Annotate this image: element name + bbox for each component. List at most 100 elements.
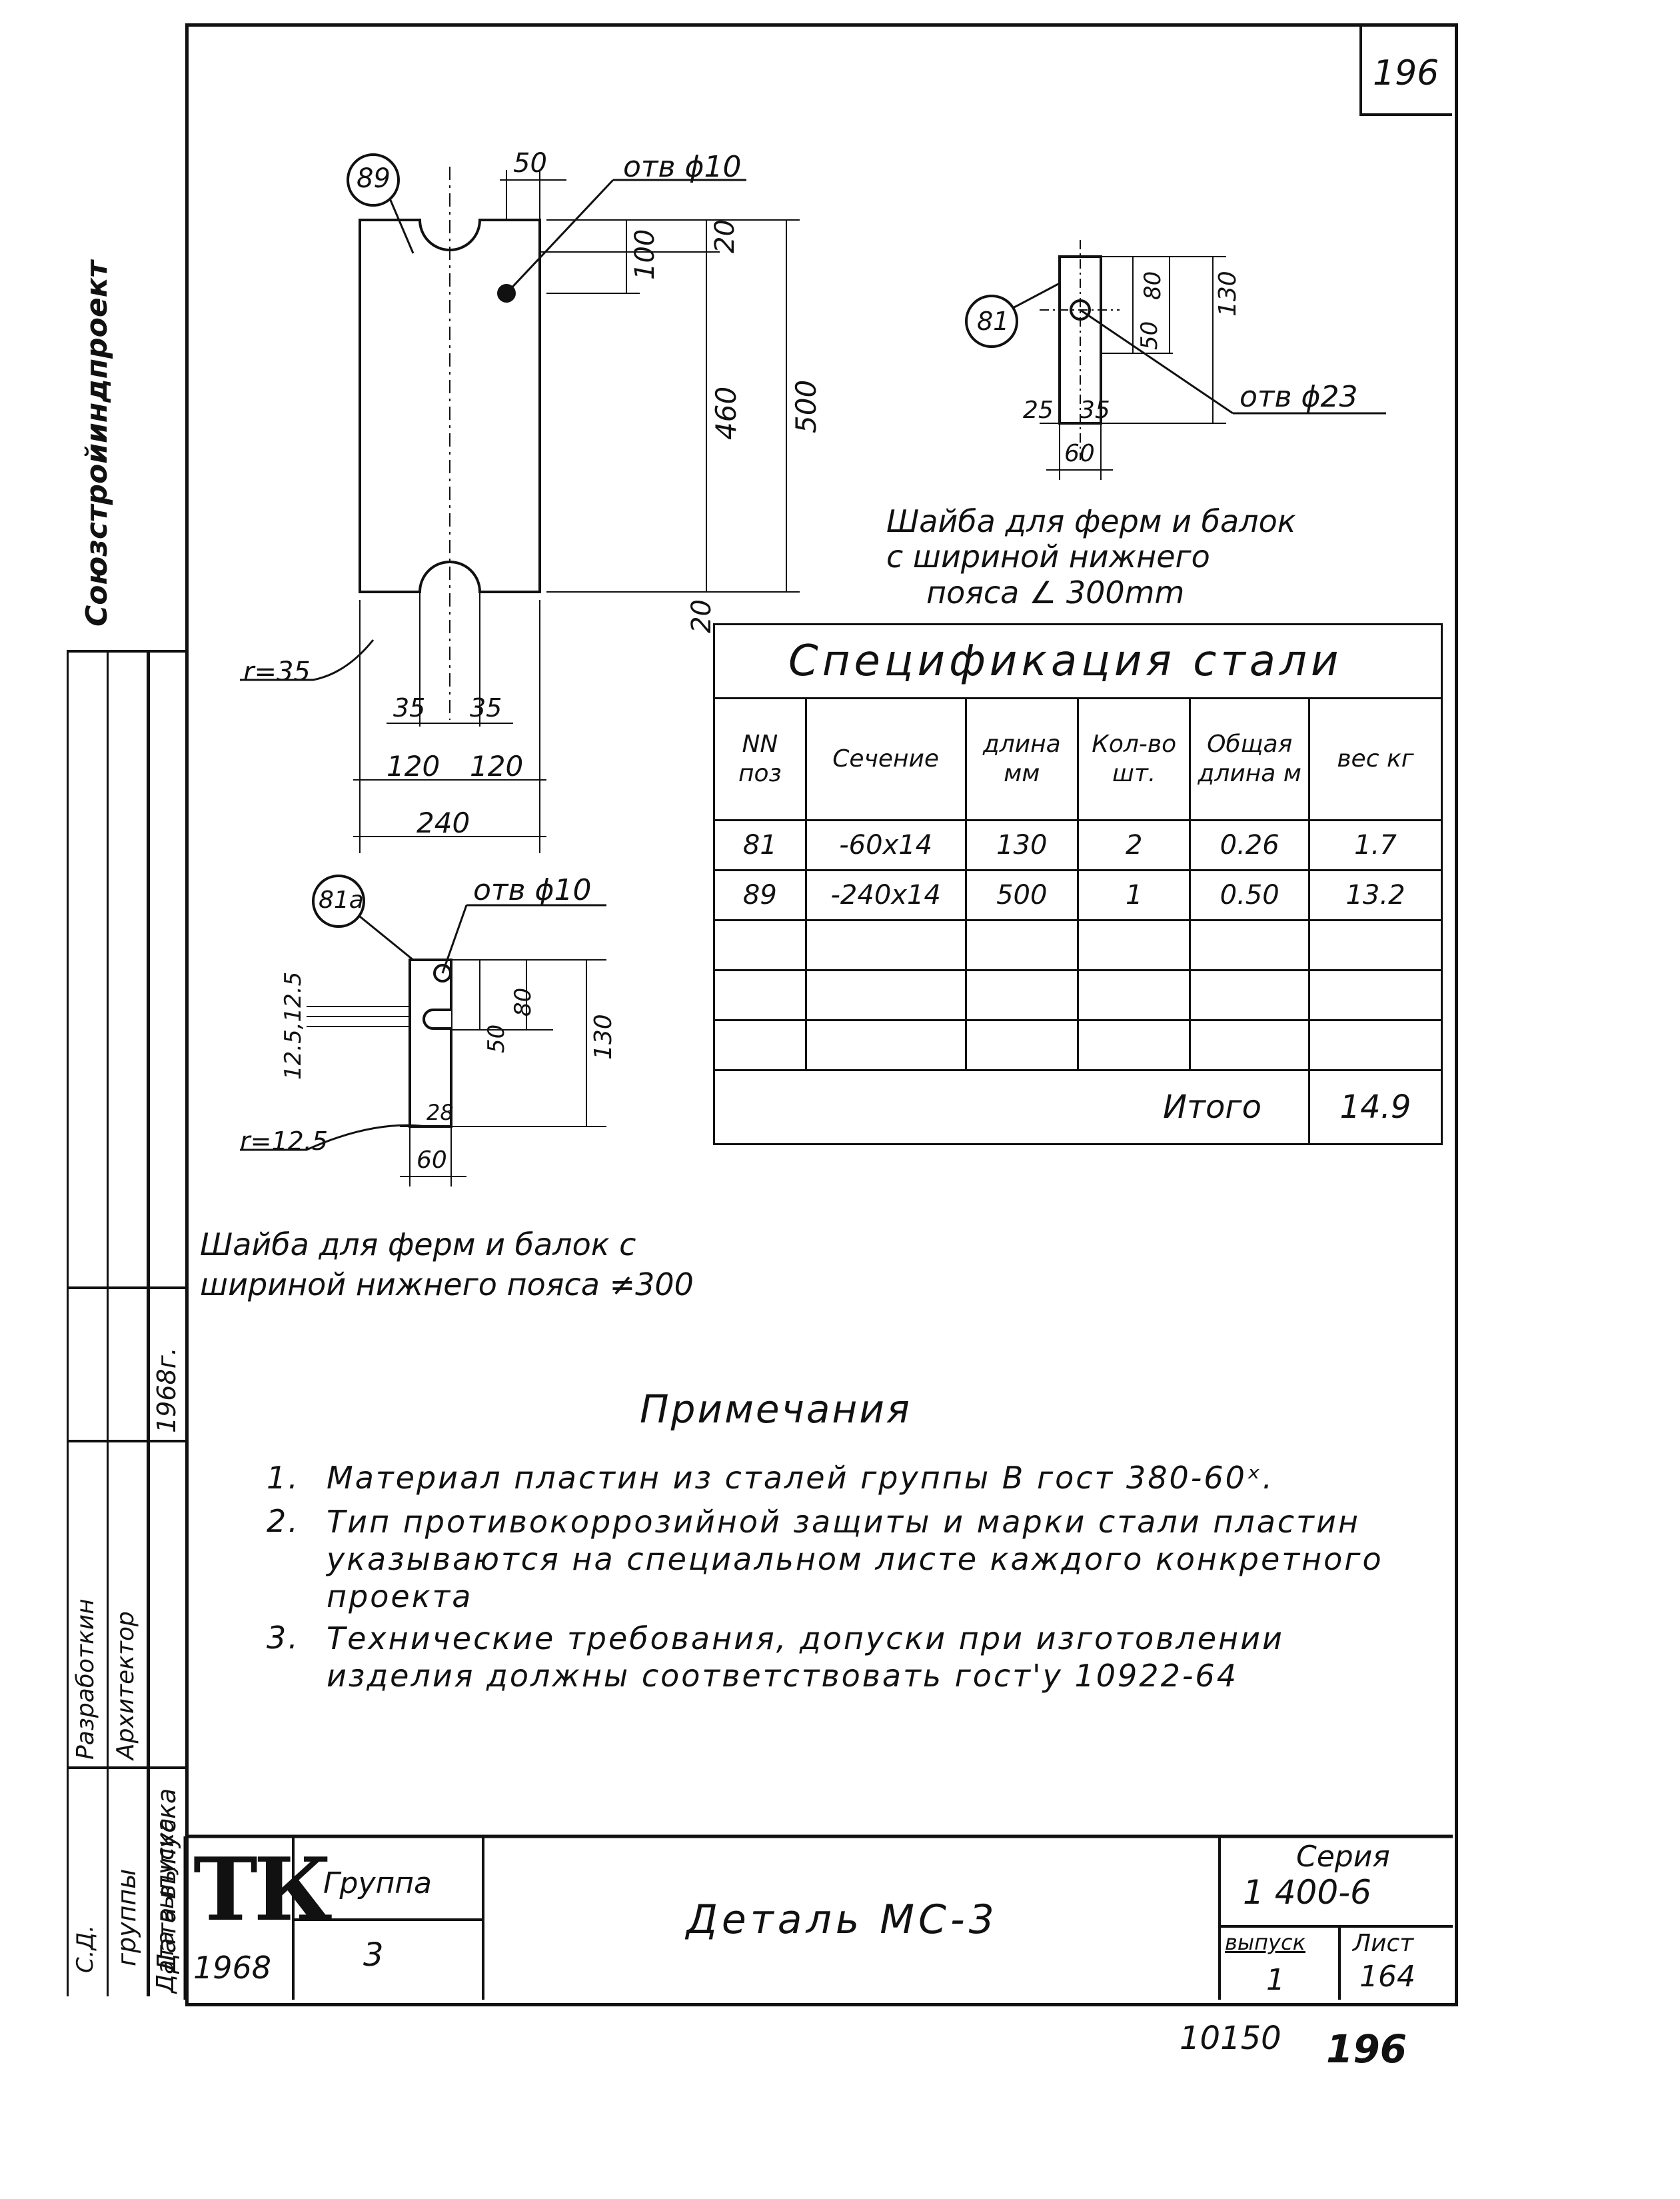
sheet-value: 164 (1359, 1960, 1415, 1994)
title-side-label: Дата выпуска (152, 1818, 179, 1993)
spec-cell (964, 969, 1079, 1021)
plate-81a-hole (433, 964, 452, 983)
issue-label: выпуск (1225, 1930, 1305, 1955)
p89-dim-50: 50 (513, 148, 547, 179)
spec-cell (1189, 1019, 1310, 1071)
p81-hole-label: отв ϕ23 (1240, 380, 1358, 414)
group-label: Группа (323, 1866, 432, 1900)
left-stamp-divider (67, 1286, 187, 1289)
spec-cell (964, 1019, 1079, 1071)
table-row (713, 969, 1443, 1021)
spec-cell: 1.7 (1307, 819, 1443, 871)
spec-cell: 500 (964, 869, 1079, 921)
p89-dim-100: 100 (630, 229, 660, 280)
p89-dim-20a: 20 (710, 219, 740, 253)
group-value: 3 (363, 1936, 384, 1974)
plate-89-leader (505, 179, 614, 295)
spec-cell: 89 (713, 869, 807, 921)
p81-dim-60: 60 (1064, 440, 1095, 467)
left-stamp-line (147, 650, 150, 1996)
mark-81: 81 (977, 307, 1010, 336)
spec-header: длина мм (964, 697, 1079, 821)
p81a-dim-130: 130 (590, 1014, 617, 1060)
p81a-hole-label: отв ϕ10 (473, 873, 592, 907)
spec-title: Спецификация стали (713, 623, 1443, 699)
spec-cell (713, 1019, 807, 1071)
footer-code: 10150 (1180, 2020, 1281, 2057)
spec-cell (1307, 1019, 1443, 1071)
p89-dim-460: 460 (710, 386, 742, 440)
mark-81a-circle (312, 875, 365, 928)
spec-cell (1189, 969, 1310, 1021)
p89-dim-35b: 35 (470, 693, 502, 723)
p81-dim-130: 130 (1214, 271, 1242, 317)
spec-cell: 130 (964, 819, 1079, 871)
spec-cell (804, 919, 967, 971)
spec-cell (1076, 1019, 1192, 1071)
tk-logo-year: 1968 (193, 1950, 272, 1986)
mark-81-circle (965, 295, 1018, 348)
series-label: Серия (1296, 1840, 1390, 1874)
spec-total-value: 14.9 (1307, 1069, 1443, 1145)
detail-name: Деталь МС-3 (686, 1896, 998, 1943)
mark-89-circle (347, 153, 400, 207)
p81-dim-25: 25 (1023, 397, 1054, 424)
spec-table: Спецификация стали NN поз Сечение длина … (713, 623, 1443, 1145)
note-2-text: Тип противокоррозийной защиты и марки ст… (327, 1504, 1383, 1614)
spec-cell: -240x14 (804, 869, 967, 921)
spec-cell (713, 919, 807, 971)
spec-cell: 0.26 (1189, 819, 1310, 871)
p81a-r125: r=12.5 (240, 1126, 329, 1156)
plate-89-hole (497, 284, 516, 303)
spec-header: Сечение (804, 697, 967, 821)
spec-header: NN поз (713, 697, 807, 821)
spec-header: Кол-во шт. (1076, 697, 1192, 821)
spec-cell (1076, 969, 1192, 1021)
p89-r35: r=35 (243, 657, 311, 687)
note-3-text: Технические требования, допуски при изго… (327, 1620, 1284, 1694)
spec-cell: 13.2 (1307, 869, 1443, 921)
p81-caption-line1: Шайба для ферм и балок (886, 503, 1296, 539)
spec-cell (1307, 969, 1443, 1021)
table-row: 81 -60x14 130 2 0.26 1.7 (713, 819, 1443, 871)
spec-header: вес кг (1307, 697, 1443, 821)
p89-dim-500: 500 (790, 379, 822, 433)
spec-header: Общая длина м (1189, 697, 1310, 821)
spec-cell (964, 919, 1079, 971)
left-stamp-divider (67, 1766, 187, 1769)
issue-value: 1 (1266, 1963, 1285, 1997)
sheet-label: Лист (1353, 1930, 1414, 1957)
note-2-num: 2. (267, 1503, 300, 1539)
p81a-dim-28: 28 (426, 1100, 454, 1125)
drawing-frame (185, 23, 1458, 2006)
spec-cell: 2 (1076, 819, 1192, 871)
mark-89: 89 (357, 163, 391, 194)
note-1-text: Материал пластин из сталей группы В гост… (327, 1460, 1274, 1496)
spec-cell (1076, 919, 1192, 971)
p89-dim-120a: 120 (387, 750, 440, 783)
footer-page: 196 (1326, 2026, 1407, 2072)
p89-dim-120b: 120 (470, 750, 524, 783)
spec-cell (804, 969, 967, 1021)
mark-81a: 81а (319, 887, 364, 914)
left-stamp-divider (67, 1440, 187, 1442)
plate-89-outline (359, 219, 541, 593)
sheet-number-top: 196 (1373, 53, 1439, 93)
note-3-num: 3. (267, 1620, 300, 1656)
spec-cell: 0.50 (1189, 869, 1310, 921)
table-row: 89 -240x14 500 1 0.50 13.2 (713, 869, 1443, 921)
notes-title: Примечания (640, 1386, 912, 1432)
p81-dim-80: 80 (1140, 271, 1166, 300)
table-row (713, 919, 1443, 971)
spec-cell: 1 (1076, 869, 1192, 921)
p89-hole-label: отв ϕ10 (623, 150, 742, 184)
spec-cell (804, 1019, 967, 1071)
p81-caption-line2: с шириной нижнего (886, 539, 1210, 575)
p89-dim-35a: 35 (393, 693, 426, 723)
spec-cell (713, 969, 807, 1021)
table-row (713, 1019, 1443, 1071)
spec-total-label: Итого (713, 1069, 1310, 1145)
p81a-caption-line1: Шайба для ферм и балок с (200, 1226, 636, 1262)
p81-dim-35: 35 (1080, 397, 1110, 424)
